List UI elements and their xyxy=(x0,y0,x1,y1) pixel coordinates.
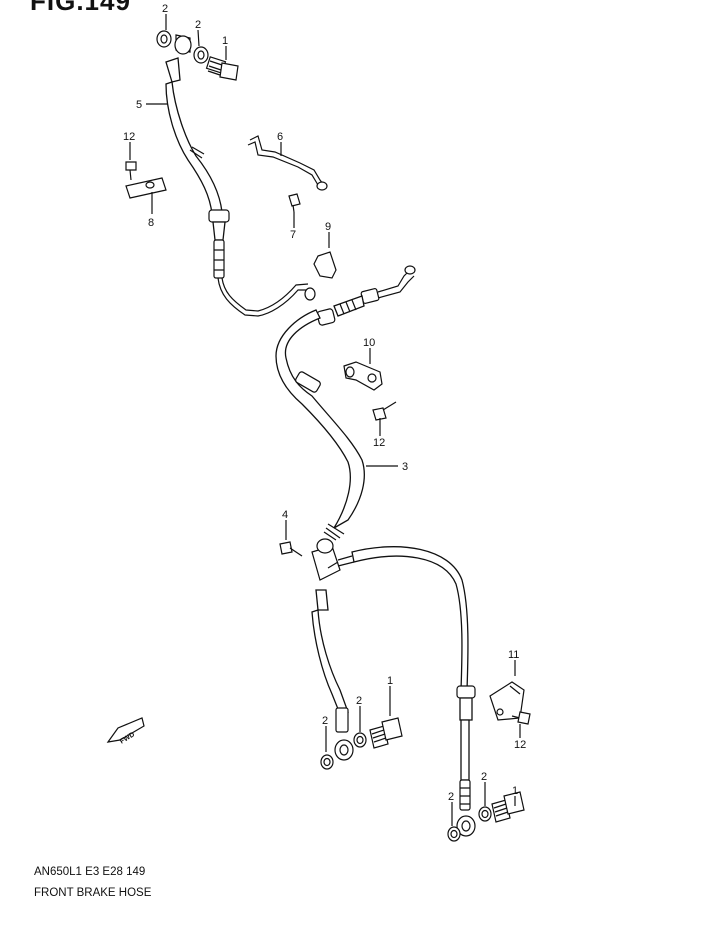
callout-12: 12 xyxy=(514,739,526,751)
bolt-12-lower xyxy=(511,711,531,725)
callout-1: 1 xyxy=(387,675,393,687)
brake-hose-upper xyxy=(165,81,316,317)
callout-1: 1 xyxy=(512,785,518,797)
clamp-9 xyxy=(313,251,337,279)
lower-right-hardware xyxy=(447,791,525,842)
callout-5: 5 xyxy=(136,99,142,111)
brake-hose-left xyxy=(311,589,354,761)
clamp-10 xyxy=(343,361,383,391)
pipe-right-upper xyxy=(333,265,416,317)
forward-arrow: FWD xyxy=(106,717,145,746)
lower-left-hardware xyxy=(320,717,403,770)
top-banjo-assembly xyxy=(156,30,239,83)
brake-hose-middle xyxy=(275,308,365,541)
callout-12: 12 xyxy=(123,131,135,143)
bracket-8 xyxy=(125,177,167,199)
bolt-7 xyxy=(288,193,301,213)
callout-9: 9 xyxy=(325,221,331,233)
callout-leaders xyxy=(129,14,521,826)
callout-8: 8 xyxy=(148,217,154,229)
bolt-4 xyxy=(279,541,303,557)
callout-4: 4 xyxy=(282,509,288,521)
figure-title: FIG.149 xyxy=(30,0,131,16)
callout-3: 3 xyxy=(402,461,408,473)
callout-1: 1 xyxy=(222,35,228,47)
callout-12: 12 xyxy=(373,437,385,449)
figure-name: FRONT BRAKE HOSE xyxy=(34,887,152,899)
callout-2: 2 xyxy=(322,715,328,727)
callout-2: 2 xyxy=(195,19,201,31)
callout-10: 10 xyxy=(363,337,375,349)
brake-hose-right xyxy=(337,546,476,837)
callout-2: 2 xyxy=(448,791,454,803)
hose-joint xyxy=(311,538,341,581)
bracket-11 xyxy=(489,681,525,721)
bolt-12-middle xyxy=(372,401,397,421)
callout-2: 2 xyxy=(356,695,362,707)
callout-7: 7 xyxy=(290,229,296,241)
callout-6: 6 xyxy=(277,131,283,143)
callout-numbers: 2 2 1 5 12 8 6 7 9 10 12 3 4 11 12 1 2 2… xyxy=(123,3,526,803)
clamp-6 xyxy=(247,135,328,191)
callout-11: 11 xyxy=(508,649,519,661)
bolt-12-upper xyxy=(125,161,137,181)
callout-2: 2 xyxy=(162,3,168,15)
callout-2: 2 xyxy=(481,771,487,783)
model-code: AN650L1 E3 E28 149 xyxy=(34,866,146,878)
